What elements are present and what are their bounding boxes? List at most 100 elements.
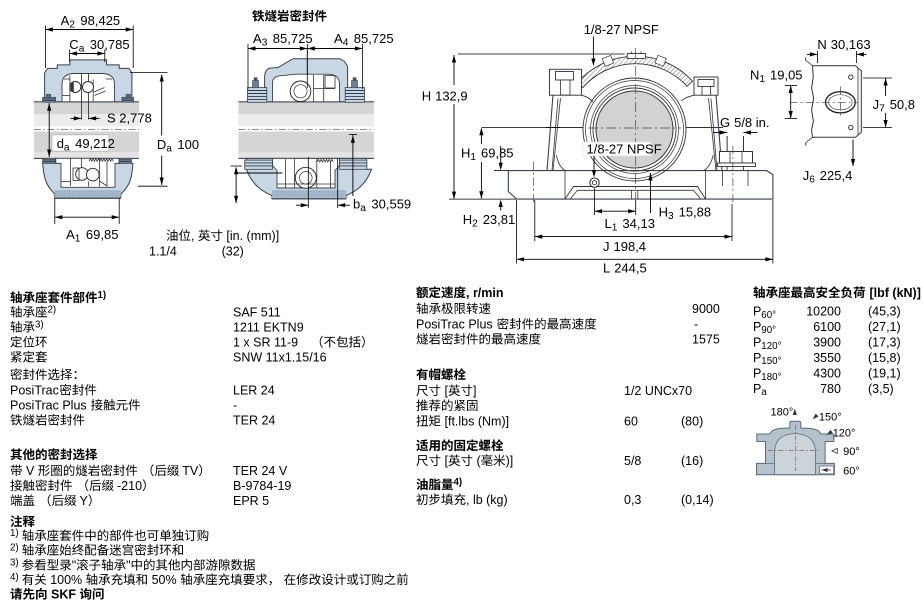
- svg-text:180°: 180°: [761, 372, 781, 383]
- svg-text:150°: 150°: [761, 356, 781, 367]
- svg-text:PosiTrac: PosiTrac: [10, 384, 59, 398]
- svg-text:(19,1): (19,1): [868, 367, 901, 381]
- svg-text:,: ,: [191, 229, 194, 243]
- svg-text:EPR 5: EPR 5: [233, 494, 269, 508]
- svg-text:P: P: [753, 367, 761, 381]
- svg-text:TER 24 V: TER 24 V: [233, 464, 288, 478]
- svg-text:J: J: [803, 168, 810, 183]
- svg-text:30,559: 30,559: [371, 197, 411, 212]
- svg-text:A: A: [253, 31, 262, 46]
- svg-text:15,88: 15,88: [679, 205, 712, 220]
- svg-text:L: L: [603, 261, 610, 276]
- svg-text:-: -: [694, 318, 698, 332]
- svg-text:244,5: 244,5: [614, 261, 647, 276]
- svg-text:1: 1: [612, 222, 618, 233]
- svg-text:23,81: 23,81: [483, 212, 516, 227]
- svg-text:[in. (mm)]: [in. (mm)]: [226, 229, 279, 243]
- svg-text:5/8: 5/8: [624, 454, 641, 468]
- svg-text:98,425: 98,425: [80, 13, 120, 28]
- svg-text:69,85: 69,85: [481, 146, 514, 161]
- svg-text:PosiTrac Plus: PosiTrac Plus: [10, 399, 87, 413]
- svg-text:50,8: 50,8: [890, 97, 915, 112]
- svg-text:P: P: [753, 320, 761, 334]
- svg-text:N: N: [750, 68, 759, 83]
- svg-text:(80): (80): [681, 415, 703, 429]
- svg-text:1/8-27 NPSF: 1/8-27 NPSF: [584, 22, 659, 37]
- svg-text:, r/min: , r/min: [466, 286, 504, 300]
- svg-text:A: A: [334, 31, 343, 46]
- svg-text:]: ]: [473, 384, 476, 398]
- svg-text:1/8-27 NPSF: 1/8-27 NPSF: [587, 142, 662, 157]
- svg-text:132,9: 132,9: [435, 89, 468, 104]
- svg-text:LER 24: LER 24: [233, 384, 275, 398]
- svg-text:1 x SR 11-9: 1 x SR 11-9: [233, 336, 298, 350]
- svg-text:A: A: [61, 13, 70, 28]
- svg-text:6100: 6100: [813, 320, 841, 334]
- svg-text:19,05: 19,05: [770, 68, 803, 83]
- svg-text:B-9784-19: B-9784-19: [233, 479, 291, 493]
- svg-text:2): 2): [10, 542, 19, 553]
- svg-text:P: P: [753, 305, 761, 319]
- svg-text:90°: 90°: [843, 446, 860, 458]
- svg-text:7: 7: [879, 103, 885, 114]
- svg-text:4: 4: [343, 38, 349, 49]
- svg-text:2: 2: [472, 218, 478, 229]
- svg-text:-210: -210: [117, 479, 142, 493]
- svg-text:1): 1): [98, 290, 107, 301]
- svg-text:a: a: [64, 142, 70, 153]
- svg-text:50%: 50%: [152, 573, 177, 587]
- svg-text:-: -: [233, 399, 237, 413]
- svg-text:H: H: [422, 89, 431, 104]
- svg-text:a: a: [79, 43, 85, 54]
- svg-text:[: [: [445, 454, 449, 468]
- svg-text:6: 6: [809, 174, 815, 185]
- svg-text:G: G: [720, 115, 730, 130]
- svg-text:(15,8): (15,8): [868, 351, 901, 365]
- svg-text:[ft.lbs (Nm)]: [ft.lbs (Nm)]: [445, 415, 510, 429]
- svg-text:0,3: 0,3: [624, 493, 641, 507]
- svg-text:b: b: [353, 197, 360, 212]
- svg-text:69,85: 69,85: [86, 227, 119, 242]
- svg-text:1211 EKTN9: 1211 EKTN9: [233, 321, 304, 335]
- svg-text:10200: 10200: [806, 305, 841, 319]
- svg-text:1575: 1575: [692, 333, 720, 347]
- svg-text:L: L: [605, 216, 612, 231]
- svg-text:P: P: [753, 351, 761, 365]
- svg-text:60: 60: [624, 415, 638, 429]
- svg-text:a: a: [166, 143, 172, 154]
- svg-text:90°: 90°: [761, 325, 776, 336]
- svg-text:[lbf (kN)]: [lbf (kN)]: [870, 286, 921, 300]
- svg-text:H: H: [659, 205, 668, 220]
- svg-text:S 2,778: S 2,778: [107, 111, 152, 126]
- svg-text:3550: 3550: [813, 351, 841, 365]
- svg-text:4300: 4300: [813, 367, 841, 381]
- svg-text:SNW 11x1.15/16: SNW 11x1.15/16: [233, 351, 327, 365]
- svg-text:(0,14): (0,14): [681, 493, 714, 507]
- svg-text:60°: 60°: [761, 310, 776, 321]
- svg-text:(17,3): (17,3): [868, 336, 901, 350]
- svg-text:P: P: [753, 382, 761, 396]
- svg-text:3): 3): [35, 319, 44, 330]
- svg-text:a: a: [761, 387, 767, 398]
- svg-text:)]: )]: [506, 454, 514, 468]
- svg-text:60°: 60°: [843, 466, 860, 478]
- svg-text:2): 2): [48, 304, 57, 315]
- svg-text:180°: 180°: [771, 406, 794, 418]
- svg-text:, lb (kg): , lb (kg): [466, 493, 508, 507]
- svg-text:": ": [72, 559, 76, 573]
- svg-text:PosiTrac Plus: PosiTrac Plus: [416, 318, 493, 332]
- svg-text:9000: 9000: [692, 302, 720, 316]
- svg-text:100: 100: [177, 137, 199, 152]
- svg-text:1/2 UNCx70: 1/2 UNCx70: [624, 384, 692, 398]
- svg-text:(3,5): (3,5): [868, 382, 894, 396]
- svg-text:V: V: [26, 464, 35, 478]
- svg-text:3900: 3900: [813, 336, 841, 350]
- svg-text:TV: TV: [182, 464, 199, 478]
- svg-text:N: N: [817, 37, 826, 52]
- svg-text:198,4: 198,4: [614, 239, 647, 254]
- svg-text:1): 1): [10, 528, 19, 539]
- svg-text:(: (: [477, 454, 482, 468]
- svg-text:TER 24: TER 24: [233, 414, 275, 428]
- svg-text:4): 4): [10, 572, 19, 583]
- svg-text:85,725: 85,725: [273, 31, 313, 46]
